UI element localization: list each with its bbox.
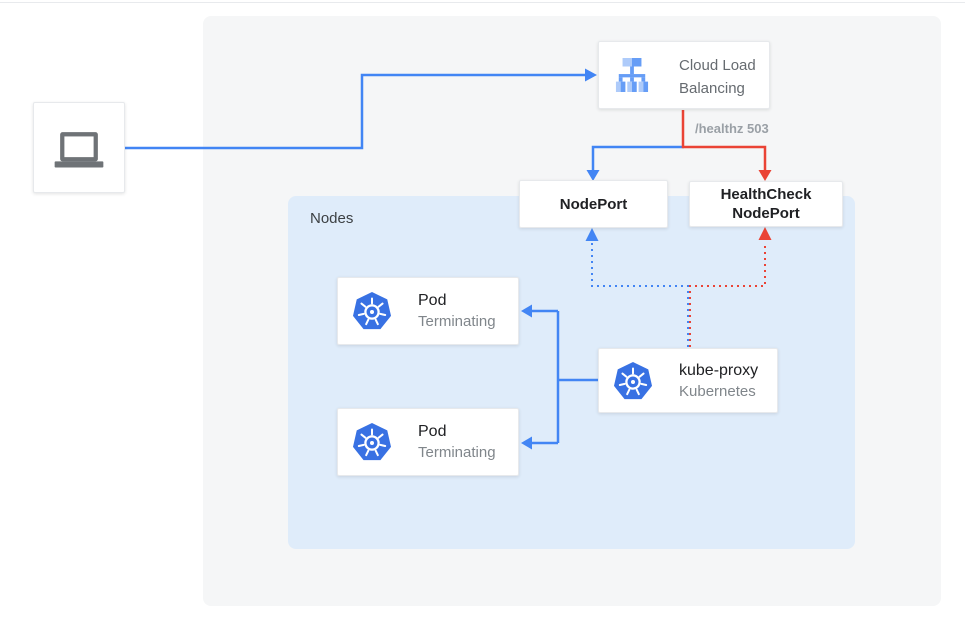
nodes-group-label: Nodes (310, 210, 354, 227)
healthcheck-nodeport-label: HealthCheck NodePort (720, 186, 812, 222)
pod-title: Pod (418, 292, 447, 309)
cloud-load-balancing-label: Cloud Load Balancing (679, 57, 756, 97)
healthcheck-nodeport-node: HealthCheck NodePort (689, 181, 843, 227)
kubernetes-icon (352, 291, 392, 331)
kube-proxy-node: kube-proxy Kubernetes (598, 348, 778, 413)
kubernetes-icon (352, 422, 392, 462)
cloud-load-balancing-node: Cloud Load Balancing (598, 41, 770, 109)
client-node (33, 102, 125, 193)
cloud-load-balancing-icon (615, 58, 649, 92)
kube-proxy-subtitle: Kubernetes (679, 382, 756, 400)
pod-node-1: Pod Terminating (337, 277, 519, 345)
nodeport-node: NodePort (519, 180, 668, 228)
healthz-edge-label: /healthz 503 (695, 121, 769, 136)
pod-title: Pod (418, 423, 447, 440)
nodeport-label: NodePort (559, 195, 628, 213)
top-divider (0, 2, 965, 3)
pod-status: Terminating (418, 313, 496, 330)
pod-status: Terminating (418, 444, 496, 461)
kubernetes-icon (613, 360, 653, 400)
pod-node-2: Pod Terminating (337, 408, 519, 476)
laptop-icon (54, 131, 104, 167)
kube-proxy-title: kube-proxy (679, 361, 759, 379)
